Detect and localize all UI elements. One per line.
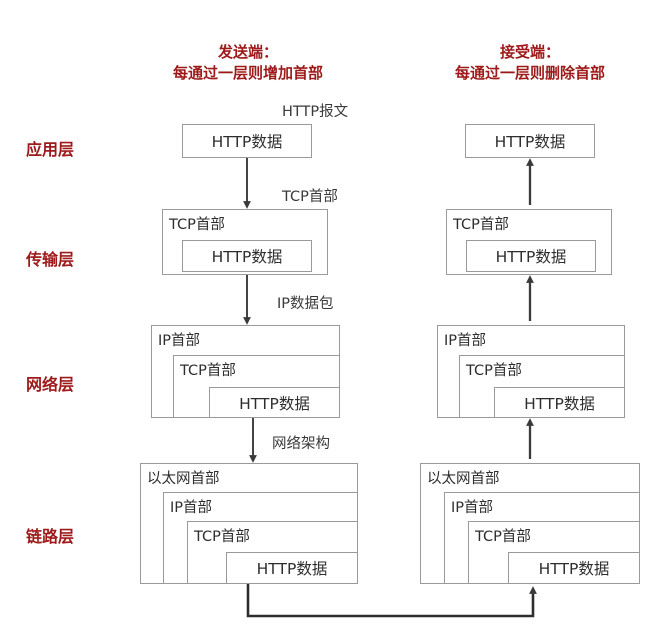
sender-header-line2: 每通过一层则增加首部 xyxy=(172,64,323,82)
sender-link-tcp-caption: TCP首部 xyxy=(194,529,250,545)
sender-network-tcp-caption: TCP首部 xyxy=(180,363,236,379)
receiver-transport-tcp-caption: TCP首部 xyxy=(453,217,509,233)
receiver-header: 接受端： 每通过一层则删除首部 xyxy=(390,42,670,84)
receiver-link-tcp-caption: TCP首部 xyxy=(475,529,531,545)
receiver-transport-http-data: HTTP数据 xyxy=(466,240,596,272)
layer-label-application: 应用层 xyxy=(26,140,75,159)
sender-link-http-data: HTTP数据 xyxy=(226,552,358,584)
sender-transport-tcp-box: TCP首部 xyxy=(162,209,328,275)
annotation-net-frame: 网络架构 xyxy=(272,436,330,452)
sender-transport-http-data: HTTP数据 xyxy=(182,240,312,272)
sender-application-http-data: HTTP数据 xyxy=(182,124,312,158)
receiver-transport-tcp-box: TCP首部 xyxy=(446,209,612,275)
layer-label-link: 链路层 xyxy=(26,527,75,546)
receiver-application-http-data: HTTP数据 xyxy=(465,124,595,158)
sender-link-ip-caption: IP首部 xyxy=(170,500,213,516)
receiver-header-line1: 接受端： xyxy=(499,43,560,61)
sender-header: 发送端： 每通过一层则增加首部 xyxy=(108,42,388,84)
receiver-link-ip-caption: IP首部 xyxy=(451,500,494,516)
receiver-header-line2: 每通过一层则删除首部 xyxy=(454,64,605,82)
receiver-link-eth-caption: 以太网首部 xyxy=(427,471,500,487)
receiver-link-http-data: HTTP数据 xyxy=(508,552,640,584)
annotation-http-message: HTTP报文 xyxy=(282,104,349,120)
physical-medium-connector xyxy=(246,584,537,618)
sender-link-eth-caption: 以太网首部 xyxy=(147,471,220,487)
annotation-ip-packet: IP数据包 xyxy=(277,296,334,312)
layer-label-network: 网络层 xyxy=(26,375,75,394)
sender-transport-tcp-caption: TCP首部 xyxy=(169,217,225,233)
sender-network-ip-caption: IP首部 xyxy=(158,333,201,349)
receiver-network-http-data: HTTP数据 xyxy=(494,387,625,418)
annotation-tcp-header: TCP首部 xyxy=(282,189,338,205)
receiver-network-tcp-caption: TCP首部 xyxy=(466,363,522,379)
layer-label-transport: 传输层 xyxy=(26,250,75,269)
sender-header-line1: 发送端： xyxy=(217,43,278,61)
receiver-network-ip-caption: IP首部 xyxy=(444,333,487,349)
sender-network-http-data: HTTP数据 xyxy=(209,387,340,418)
